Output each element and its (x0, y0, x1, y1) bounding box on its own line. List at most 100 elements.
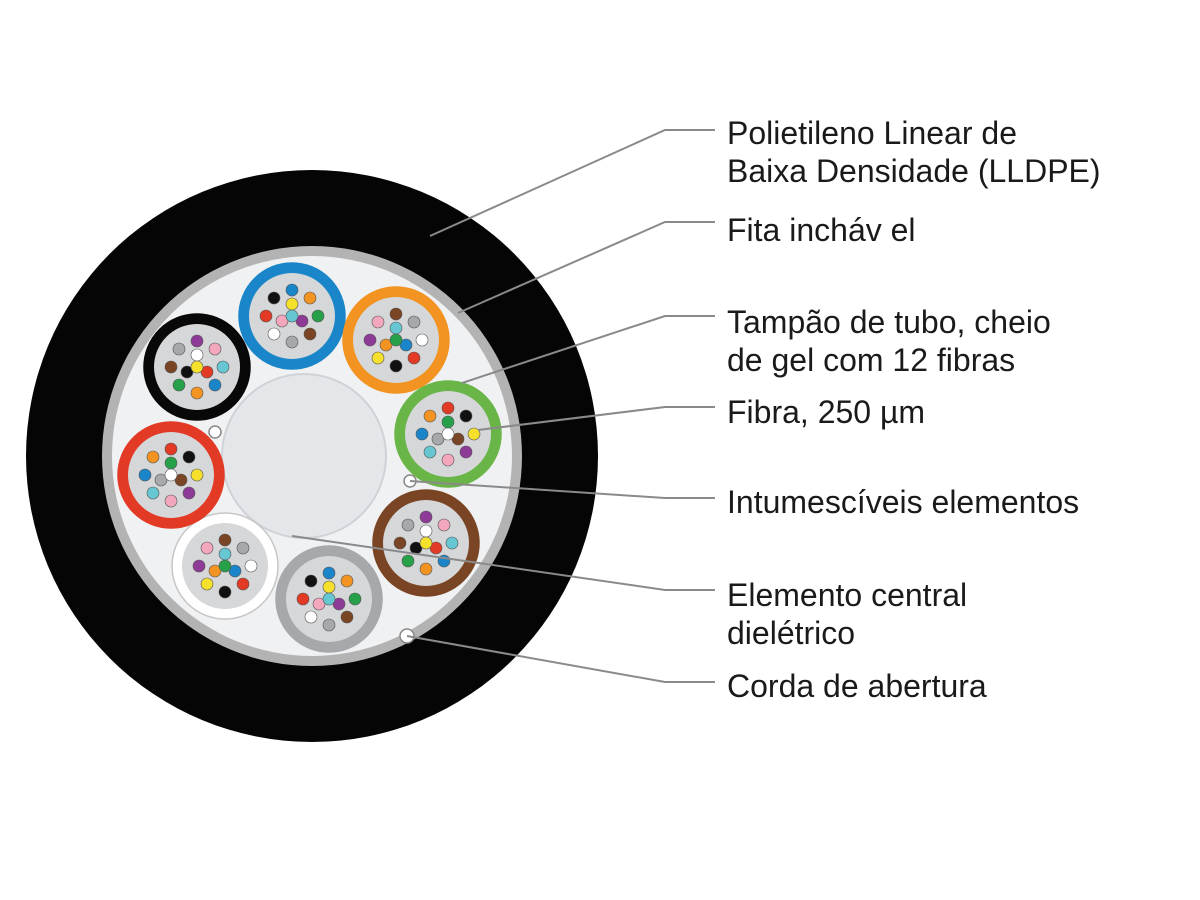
label-central-line-2: dielétrico (727, 615, 856, 651)
fiber (459, 409, 473, 423)
fiber (407, 351, 421, 365)
label-tube: Tampão de tubo, cheio de gel com 12 fibr… (727, 303, 1051, 379)
label-central-line-1: Elemento central (727, 577, 968, 613)
label-tube-line-2: de gel com 12 fibras (727, 342, 1016, 378)
fiber (371, 351, 385, 365)
fiber (172, 342, 186, 356)
leader-line-central (291, 535, 715, 591)
red-tube (117, 421, 225, 529)
fiber (174, 473, 188, 487)
fiber (371, 315, 385, 329)
fiber (363, 333, 377, 347)
leader-line-swell (409, 480, 715, 499)
label-lldpe-line-1: Polietileno Linear de (727, 115, 1017, 151)
fiber (379, 338, 393, 352)
fiber (190, 386, 204, 400)
fiber (218, 533, 232, 547)
fiber (190, 360, 204, 374)
fiber (441, 401, 455, 415)
fiber (441, 415, 455, 429)
fiber (208, 342, 222, 356)
fiber (304, 574, 318, 588)
fiber (275, 314, 289, 328)
label-tape: Fita incháv el (727, 211, 916, 249)
label-ripcord-line-1: Corda de abertura (727, 668, 987, 704)
orange-tube (342, 286, 450, 394)
black-tube (143, 313, 251, 421)
fiber (415, 333, 429, 347)
fiber (190, 468, 204, 482)
fiber (200, 541, 214, 555)
fiber (441, 453, 455, 467)
fiber (419, 562, 433, 576)
fiber (200, 577, 214, 591)
fiber (285, 283, 299, 297)
fiber (467, 427, 481, 441)
fiber (451, 432, 465, 446)
fiber (304, 610, 318, 624)
label-fiber-line-1: Fibra, 250 µm (727, 394, 926, 430)
fiber (172, 378, 186, 392)
label-fiber: Fibra, 250 µm (727, 393, 925, 431)
white-tube (171, 512, 279, 620)
fiber (389, 307, 403, 321)
fiber (431, 432, 445, 446)
leader-line-fiber (477, 406, 715, 431)
fiber (259, 309, 273, 323)
fiber (216, 360, 230, 374)
blue-tube (238, 262, 346, 370)
fiber (445, 536, 459, 550)
fiber (340, 610, 354, 624)
fiber (419, 536, 433, 550)
fiber (312, 597, 326, 611)
fiber (164, 456, 178, 470)
fiber (423, 445, 437, 459)
fiber (322, 592, 336, 606)
fiber (218, 547, 232, 561)
fiber (419, 510, 433, 524)
fiber (164, 442, 178, 456)
fiber (164, 494, 178, 508)
fiber (415, 427, 429, 441)
leader-line-tape (457, 221, 715, 314)
fiber (182, 486, 196, 500)
fiber (146, 486, 160, 500)
label-tape-line-1: Fita incháv el (727, 212, 916, 248)
slate-tube (275, 545, 383, 653)
fiber (285, 309, 299, 323)
fiber (389, 321, 403, 335)
label-swell: Intumescíveis elementos (727, 483, 1079, 521)
fiber (401, 518, 415, 532)
fiber (164, 360, 178, 374)
fiber (322, 580, 336, 594)
fiber (423, 409, 437, 423)
central-strength-member (221, 373, 387, 539)
fiber (407, 315, 421, 329)
fiber (322, 618, 336, 632)
fiber (267, 291, 281, 305)
fiber (192, 559, 206, 573)
label-ripcord: Corda de abertura (727, 667, 987, 705)
fiber (393, 536, 407, 550)
label-swell-line-1: Intumescíveis elementos (727, 484, 1080, 520)
fiber (389, 359, 403, 373)
fiber (285, 297, 299, 311)
fiber (154, 473, 168, 487)
fiber (236, 541, 250, 555)
fiber (322, 566, 336, 580)
label-lldpe: Polietileno Linear de Baixa Densidade (L… (727, 114, 1101, 190)
fiber (389, 333, 403, 347)
fiber (182, 450, 196, 464)
fiber (303, 327, 317, 341)
brown-tube (372, 489, 480, 597)
fiber (296, 592, 310, 606)
leader-line-lldpe (429, 129, 715, 237)
label-central: Elemento central dielétrico (727, 576, 967, 652)
green-tube (394, 380, 502, 488)
fiber (164, 468, 178, 482)
fiber (228, 564, 242, 578)
fiber (200, 365, 214, 379)
fiber (340, 574, 354, 588)
fiber (311, 309, 325, 323)
